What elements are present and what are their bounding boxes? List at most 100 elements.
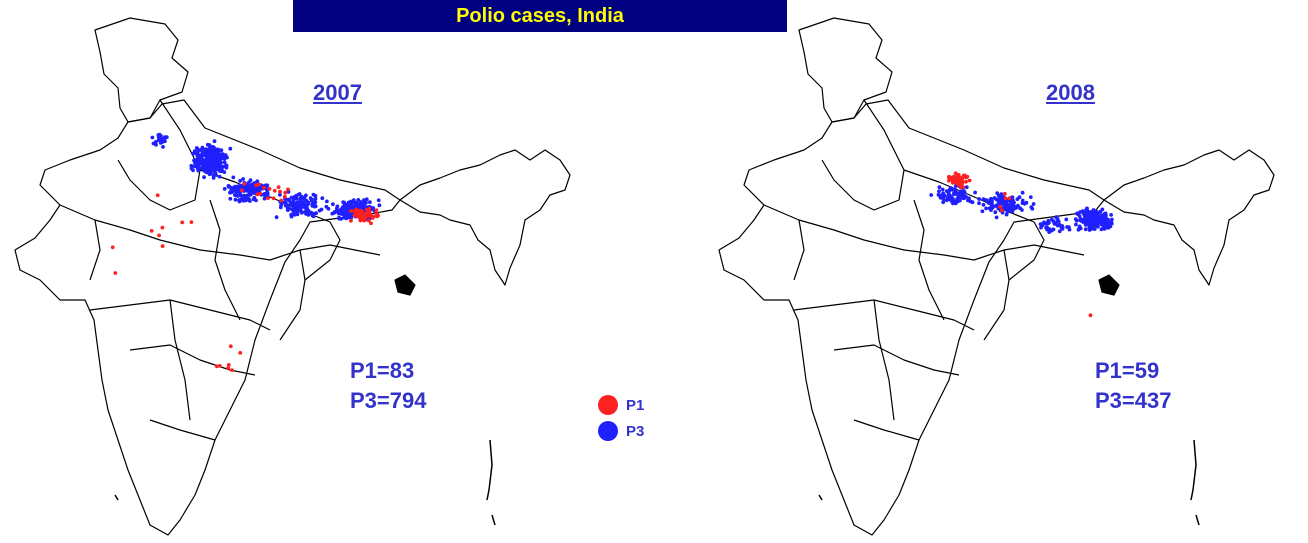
p3-case-dot — [287, 206, 292, 211]
p3-case-dot — [948, 188, 953, 192]
p1-case-dot — [238, 351, 243, 355]
p3-case-dot — [1018, 206, 1022, 211]
p3-case-dot — [231, 175, 236, 180]
p3-case-dot — [1039, 225, 1043, 230]
p1-case-dot — [276, 185, 281, 190]
p1-case-dot — [366, 213, 371, 217]
p3-case-dot — [1099, 227, 1104, 232]
p3-case-dot — [1102, 227, 1107, 231]
p3-case-dot — [1067, 227, 1072, 232]
p1-case-dot — [349, 218, 353, 223]
map-panel-2007: 2007 P1=83 P3=794 — [0, 0, 600, 543]
p3-case-dot — [244, 188, 249, 193]
p1-case-dot — [262, 185, 266, 190]
p3-case-dot — [1078, 218, 1082, 223]
p1-case-dot — [1088, 313, 1093, 318]
p1-case-dot — [271, 196, 276, 201]
p3-case-dot — [224, 165, 229, 170]
p1-case-dot — [958, 182, 963, 187]
p3-case-dot — [1002, 199, 1007, 204]
india-map-2007 — [14, 17, 571, 536]
p1-case-dot — [254, 183, 258, 188]
p3-case-dot — [345, 212, 350, 217]
p3-case-dot — [332, 210, 337, 214]
p1-case-dot — [286, 187, 290, 192]
p3-case-dot — [1074, 222, 1078, 227]
p1-case-dot — [355, 213, 360, 218]
p3-case-dot — [265, 183, 270, 188]
p3-case-dot — [342, 204, 346, 209]
p3-case-dot — [1087, 228, 1092, 232]
p3-case-dot — [1010, 195, 1015, 200]
p1-case-dot — [951, 180, 956, 184]
p3-case-dot — [160, 137, 165, 142]
p3-case-dot — [218, 169, 222, 173]
p1-case-dot — [157, 233, 162, 238]
p1-count-2008: P1=59 — [1095, 358, 1160, 383]
p3-case-dot — [354, 201, 359, 205]
p3-case-dot — [984, 206, 988, 211]
p3-case-dot — [201, 152, 206, 157]
map-panel-2008: 2008 P1=59 P3=437 — [700, 0, 1308, 543]
p3-case-dot — [1088, 215, 1093, 220]
p3-case-dot — [1020, 190, 1025, 195]
p1-case-dot — [359, 208, 363, 213]
p3-case-dot — [1091, 208, 1096, 212]
p1-case-dot — [1003, 196, 1008, 201]
p3-case-dot — [214, 173, 218, 177]
p3-case-dot — [1084, 215, 1088, 220]
india-map-2008 — [718, 17, 1275, 536]
p3-case-dot — [212, 153, 217, 158]
p3-case-dot — [995, 191, 1000, 196]
p1-cases-2008 — [947, 171, 1093, 318]
p3-case-dot — [1015, 197, 1020, 202]
p3-case-dot — [1092, 227, 1097, 232]
p3-case-dot — [228, 196, 233, 201]
p3-case-dot — [1012, 200, 1016, 205]
p3-case-dot — [335, 204, 340, 209]
p1-cases-2007 — [110, 181, 380, 372]
p3-case-dot — [951, 197, 955, 201]
p3-case-dot — [150, 135, 155, 140]
p3-case-dot — [1038, 222, 1043, 227]
p3-case-dot — [981, 197, 986, 202]
p3-case-dot — [216, 154, 220, 159]
p3-case-dot — [295, 212, 300, 217]
p3-case-dot — [153, 140, 158, 144]
p3-case-dot — [229, 189, 233, 194]
p1-case-dot — [947, 175, 951, 180]
p1-case-dot — [267, 186, 272, 191]
p3-case-dot — [284, 201, 288, 206]
p1-case-dot — [214, 364, 219, 369]
p3-case-dot — [1110, 217, 1114, 222]
p3-case-dot — [304, 208, 308, 213]
p3-case-dot — [1094, 219, 1099, 224]
p3-case-dot — [208, 171, 213, 176]
p3-case-dot — [221, 155, 225, 160]
p3-case-dot — [252, 189, 256, 194]
p3-case-dot — [1109, 221, 1114, 226]
p3-case-dot — [251, 197, 256, 202]
p3-case-dot — [218, 148, 223, 153]
p3-case-dot — [211, 176, 216, 180]
p3-case-dot — [994, 215, 999, 220]
p1-count-2007: P1=83 — [350, 358, 415, 383]
p3-case-dot — [1051, 227, 1056, 232]
p3-case-dot — [241, 196, 246, 201]
p3-case-dot — [326, 206, 331, 211]
p3-case-dot — [970, 200, 975, 205]
p3-case-dot — [1086, 211, 1091, 216]
p1-case-dot — [278, 189, 282, 194]
p3-case-dot — [977, 201, 981, 206]
p1-case-dot — [239, 188, 244, 193]
p3-case-dot — [212, 139, 217, 144]
legend-item-p3: P3 — [598, 418, 644, 444]
p3-case-dot — [198, 153, 203, 158]
p3-case-dot — [1060, 226, 1065, 230]
p3-case-dot — [962, 189, 967, 194]
p3-case-dot — [289, 214, 294, 219]
p3-case-dot — [308, 211, 313, 216]
p1-dot-icon — [598, 395, 618, 415]
p3-case-dot — [286, 197, 291, 202]
p3-case-dot — [941, 191, 945, 196]
